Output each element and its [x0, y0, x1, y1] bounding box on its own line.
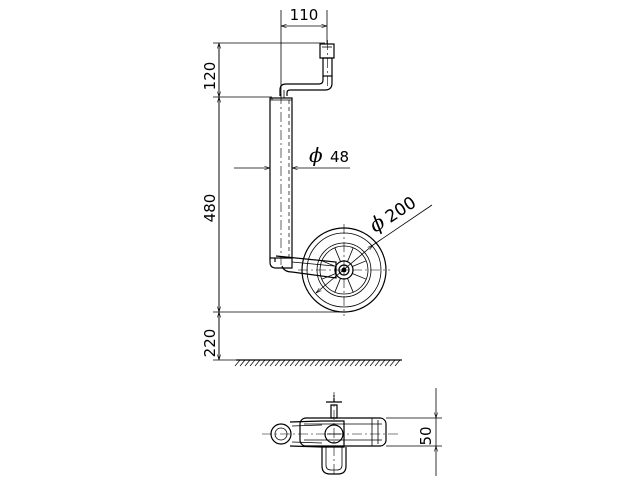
crank-knob	[319, 43, 335, 59]
ground-hatch-line	[344, 359, 351, 367]
wheel-width-dimension: 50	[386, 388, 442, 476]
ground-hatch-line	[309, 359, 316, 367]
tube-ring-outer	[270, 423, 292, 445]
ground-hatch-line	[329, 359, 336, 367]
ground-hatch-line	[334, 359, 341, 367]
ground-hatch-line	[254, 359, 261, 367]
wheel-spoke	[334, 278, 341, 293]
ground-hatch-line	[339, 359, 346, 367]
wheel-spoke	[334, 247, 341, 262]
ground-hatch-line	[289, 359, 296, 367]
side-view: 120 480 220 110 ϕ 48 ϕ 200	[201, 6, 433, 367]
ground-hatch-line	[299, 359, 306, 367]
ground-hatch-line	[259, 359, 266, 367]
dim-tube-length: 480	[201, 194, 219, 223]
dim-wheel-width: 50	[417, 426, 435, 445]
crank-handle	[279, 40, 335, 98]
ground-hatch-line	[349, 359, 356, 367]
wheel-spoke	[352, 273, 367, 280]
ground-hatch-line	[274, 359, 281, 367]
ground-hatch-line	[319, 359, 326, 367]
wheel-spoke	[347, 247, 354, 262]
dim-tube-diameter: 48	[330, 148, 349, 166]
ground-hatch-line	[249, 359, 256, 367]
ground-hatch-line	[279, 359, 286, 367]
ground-hatch-line	[294, 359, 301, 367]
wheel-spoke	[347, 278, 354, 293]
ground-hatch-line	[269, 359, 276, 367]
ground-hatch-line	[264, 359, 271, 367]
ground-hatch-line	[389, 359, 396, 367]
clamp-hub	[324, 424, 344, 444]
ground-hatch-line	[314, 359, 321, 367]
tube-diameter-dimension: ϕ 48	[234, 143, 350, 168]
wheel	[298, 224, 390, 316]
dim-crank-height: 120	[201, 62, 219, 91]
u-bolt	[321, 447, 347, 475]
ground-hatch-line	[284, 359, 291, 367]
ground-hatch-line	[354, 359, 361, 367]
fork-plates	[289, 420, 345, 448]
top-view: 50	[262, 388, 442, 476]
wheel-top-outline	[299, 417, 387, 447]
ground-hatch-line	[379, 359, 386, 367]
ground-hatch-line	[234, 359, 241, 367]
tube-diameter-symbol: ϕ	[309, 143, 323, 167]
ground-hatch-line	[324, 359, 331, 367]
ground-hatch-line	[394, 359, 401, 367]
dim-wheel-clearance: 220	[201, 329, 219, 358]
crank-arm	[279, 76, 324, 96]
main-tube	[269, 94, 293, 269]
dim-wheel-diameter: 200	[382, 193, 420, 227]
ground-hatch-line	[364, 359, 371, 367]
wheel-spoke	[352, 260, 367, 267]
ground-hatch-line	[239, 359, 246, 367]
tube-ring-inner	[274, 427, 288, 441]
vertical-dimension-chain: 120 480 220	[201, 42, 344, 361]
clamp-screw	[330, 404, 338, 419]
ground-hatch-line	[304, 359, 311, 367]
ground-hatch-line	[369, 359, 376, 367]
ground-hatch-line	[244, 359, 251, 367]
crank-offset-dimension: 110	[280, 6, 328, 97]
ground-hatching	[234, 359, 401, 367]
ground-hatch-line	[359, 359, 366, 367]
ground	[234, 359, 402, 367]
wheel-fork	[275, 255, 337, 279]
ground-hatch-line	[374, 359, 381, 367]
dim-crank-offset: 110	[290, 6, 319, 24]
ground-hatch-line	[384, 359, 391, 367]
